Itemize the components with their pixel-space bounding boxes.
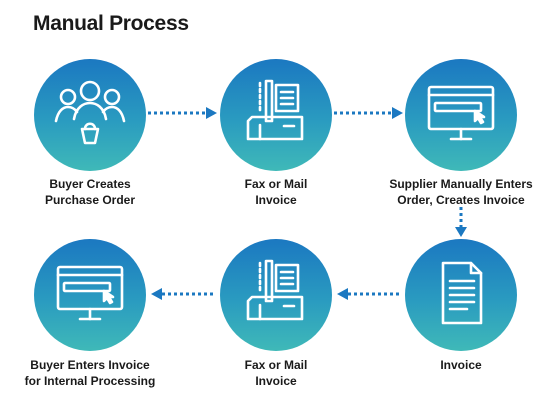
step-circle-buyer-enters [34,239,146,351]
arrow-step2-to-step3 [334,107,403,119]
arrow-step3-to-step4 [455,207,467,237]
page-title: Manual Process [33,12,189,35]
arrow-step4-to-step5 [337,288,402,300]
step-label-supplier-enters: Supplier Manually Enters Order, Creates … [389,177,533,207]
arrow-step1-to-step2 [148,107,217,119]
step-circle-buyer-creates [34,59,146,171]
step-circle-fax-top [220,59,332,171]
step-label-fax-bottom: Fax or Mail Invoice [244,358,308,388]
document-icon [441,261,483,325]
users-basket-icon [54,80,126,145]
step-label-fax-top: Fax or Mail Invoice [244,177,308,207]
arrow-step5-to-step6 [151,288,216,300]
fax-machine-icon [246,259,304,321]
step-circle-fax-bottom [220,239,332,351]
step-label-invoice: Invoice [440,358,482,372]
fax-machine-icon [246,79,304,141]
step-circle-supplier-enters [405,59,517,171]
computer-monitor-icon [56,265,124,321]
step-circle-invoice [405,239,517,351]
step-label-buyer-creates: Buyer Creates Purchase Order [44,177,136,207]
step-label-buyer-enters: Buyer Enters Invoice for Internal Proces… [24,358,156,388]
computer-monitor-icon [427,85,495,141]
